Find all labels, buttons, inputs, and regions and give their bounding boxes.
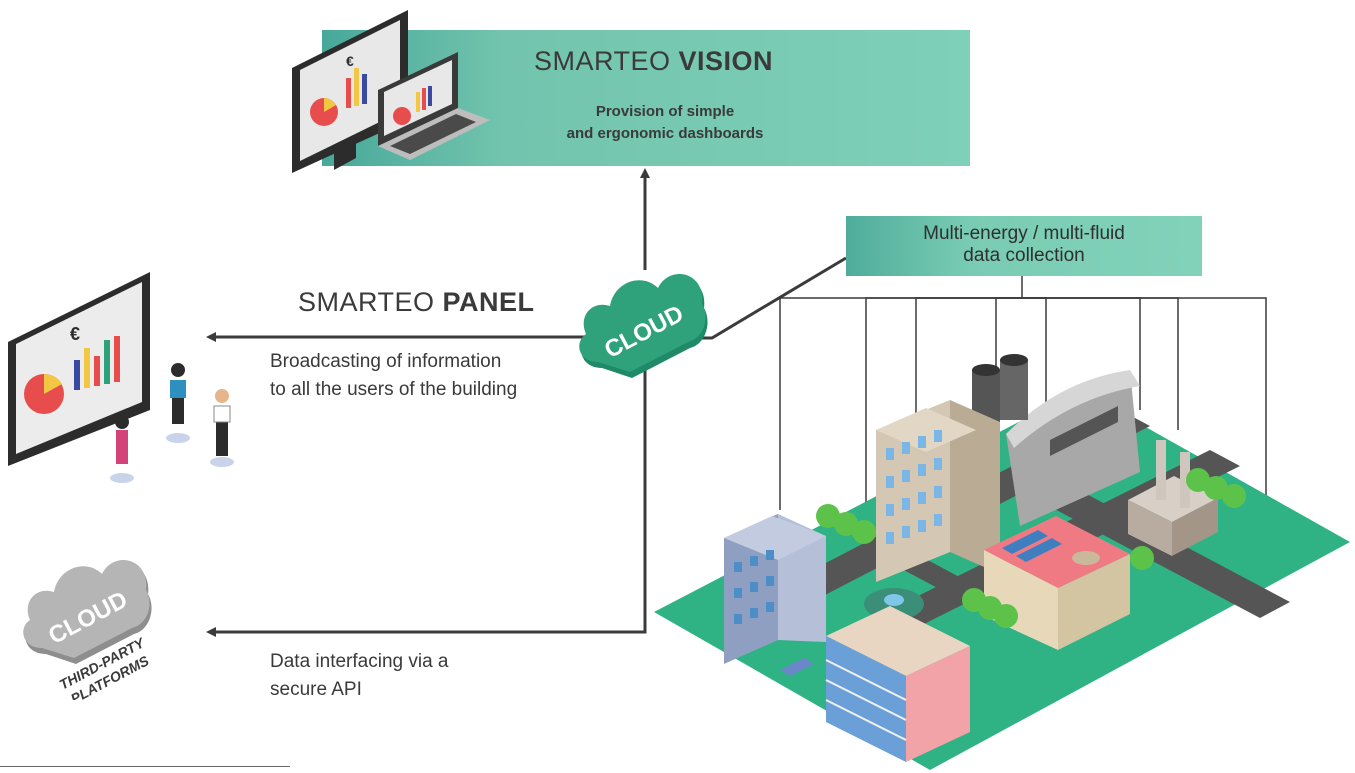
api-description-line: secure API (270, 679, 362, 700)
factory-building (1006, 370, 1140, 526)
sensor-wires (779, 276, 1267, 560)
panel-title: SMARTEO PANEL (298, 287, 535, 317)
third-party-cloud-icon: CLOUD THIRD-PARTY PLATFORMS (23, 560, 152, 700)
vision-subtitle: Provision of simple and ergonomic dashbo… (535, 101, 795, 145)
api-description-line: Data interfacing via a (270, 651, 449, 672)
euro-symbol: € (70, 324, 80, 344)
arrow-to-third-party (206, 350, 647, 637)
data-collection-label: Multi-energy / multi-fluid data collecti… (846, 223, 1202, 267)
vision-subtitle-line: and ergonomic dashboards (566, 125, 764, 142)
trees (816, 468, 1246, 628)
data-collection-line: Multi-energy / multi-fluid (923, 223, 1125, 244)
pink-building (984, 516, 1130, 588)
panel-description-line: to all the users of the building (270, 379, 518, 400)
car (780, 658, 814, 676)
divider (0, 766, 290, 773)
api-description: Data interfacing via a secure API (270, 648, 449, 704)
data-collection-connector (700, 256, 847, 340)
vision-title: SMARTEO VISION (534, 46, 774, 76)
panel-description: Broadcasting of information to all the u… (270, 348, 517, 404)
vision-subtitle-line: Provision of simple (595, 103, 735, 120)
low-office-building (826, 606, 970, 676)
data-collection-line: data collection (963, 245, 1085, 266)
cloud-icon: CLOUD (579, 274, 708, 378)
display-panel-illustration: € (8, 272, 234, 483)
euro-symbol: € (346, 53, 354, 69)
data-collection-box (846, 216, 1202, 276)
panel-description-line: Broadcasting of information (270, 351, 502, 372)
devices-illustration: € (292, 10, 490, 173)
person-figure (116, 430, 128, 464)
city-illustration (654, 354, 1350, 770)
